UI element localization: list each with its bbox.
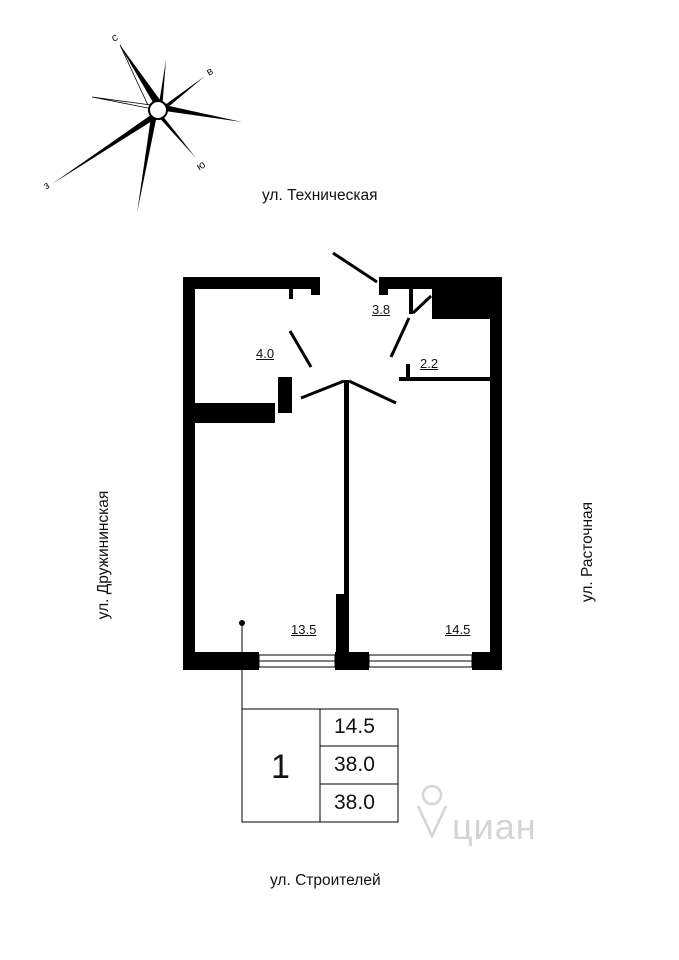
exterior-walls	[183, 277, 502, 670]
right-room-door	[348, 379, 397, 405]
compass-ray-south	[137, 110, 158, 213]
left-room-door	[300, 379, 345, 400]
street-left: ул. Дружининская	[95, 490, 112, 620]
compass-center	[148, 100, 168, 120]
street-right: ул. Расточная	[579, 501, 596, 603]
street-bottom: ул. Строителей	[270, 872, 381, 889]
cian-logo	[416, 784, 448, 839]
bathroom-door	[288, 330, 313, 368]
hall-door	[411, 294, 433, 315]
street-top: ул. Техническая	[262, 187, 378, 204]
compass-ray-east	[158, 104, 242, 122]
bathroom-right-wall	[278, 377, 292, 413]
wc-left-stub	[406, 364, 410, 381]
area-wc: 2.2	[420, 356, 439, 371]
compass-ray-minor-4	[154, 110, 196, 158]
wall-bottom-right	[472, 652, 502, 670]
wall-bottom-left	[183, 652, 259, 670]
legend-total-area: 38.0	[334, 753, 375, 776]
legend-box	[239, 620, 399, 823]
area-room-left: 13.5	[291, 622, 317, 637]
entrance-door	[332, 251, 378, 284]
wall-top-right-block	[432, 277, 502, 319]
room-divider-wall	[344, 380, 349, 652]
wall-left	[183, 277, 195, 670]
bathroom-partition	[289, 289, 293, 299]
compass-ray-west	[52, 110, 160, 184]
compass-ray-minor-2	[158, 60, 166, 110]
wall-right	[490, 277, 502, 670]
compass-ray-minor-3	[158, 76, 205, 114]
interior-walls	[195, 277, 490, 652]
hall-partition	[409, 289, 413, 314]
legend-rooms-count: 1	[271, 748, 290, 786]
bathroom-bottom-wall	[195, 403, 275, 423]
doors	[288, 251, 433, 405]
watermark-text: циан	[452, 806, 537, 847]
legend-total-area-2: 38.0	[334, 791, 375, 814]
wall-bottom-mid	[335, 652, 369, 670]
area-bathroom: 4.0	[256, 346, 275, 361]
area-room-right: 14.5	[445, 622, 471, 637]
compass-rose	[52, 44, 242, 213]
legend-living-area: 14.5	[334, 715, 375, 738]
area-hall: 3.8	[372, 302, 391, 317]
wall-top-left	[183, 277, 320, 289]
wc-bottom-wall	[399, 377, 490, 381]
entry-stub-left	[311, 277, 320, 295]
windows	[258, 654, 473, 668]
room-divider-thick	[336, 594, 349, 652]
entry-stub-right	[379, 277, 388, 295]
wc-door	[389, 317, 411, 358]
